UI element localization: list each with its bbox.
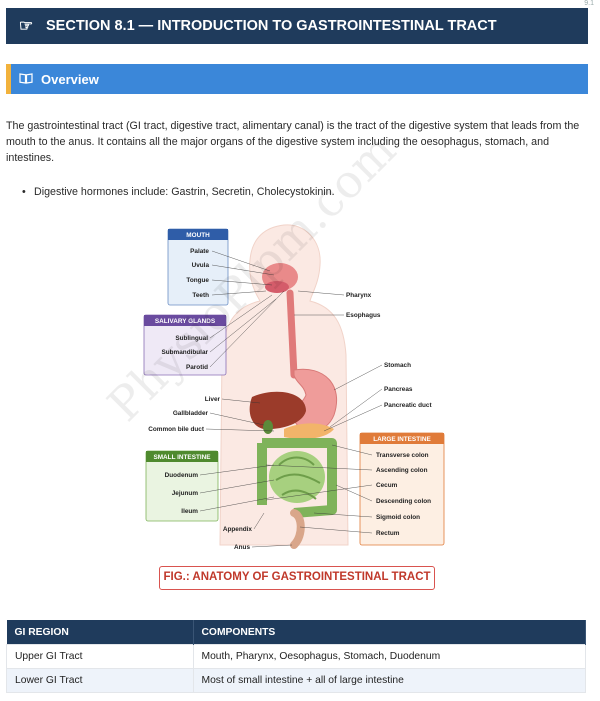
table-row: Lower GI Tract Most of small intestine +… [6,668,586,693]
label-teeth: Teeth [192,292,209,299]
mouth-header-bg [168,229,228,240]
label-common-bile-duct: Common bile duct [148,426,205,433]
bullet-item: • Digestive hormones include: Gastrin, Se… [22,186,335,198]
label-tongue: Tongue [186,277,209,284]
column-header-components: COMPONENTS [193,620,586,645]
rectum-shape [290,509,305,549]
bullet-text: Digestive hormones include: Gastrin, Sec… [34,186,335,198]
label-descending-colon: Descending colon [376,498,431,505]
label-ileum: Ileum [181,508,198,515]
mouth-header: MOUTH [186,232,210,239]
label-submandibular: Submandibular [161,349,208,356]
column-header-gi-region: GI REGION [6,620,194,645]
label-duodenum: Duodenum [165,472,199,479]
label-parotid: Parotid [186,364,208,371]
large-intestine-header: LARGE INTESTINE [373,436,431,443]
large-intestine-shape [262,438,337,518]
label-gallbladder: Gallbladder [173,410,209,417]
intro-paragraph: The gastrointestinal tract (GI tract, di… [6,120,580,164]
small-intestine-header: SMALL INTESTINE [153,454,211,461]
esophagus-shape [286,289,298,379]
pancreas-shape [284,423,334,439]
figure-caption: FIG.: ANATOMY OF GASTROINTESTINAL TRACT [159,566,435,590]
overview-title: Overview [41,71,99,87]
overview-header: Overview [6,64,588,94]
hand-pointing-icon: ☞ [18,18,34,35]
large-intestine-box [359,432,445,546]
table-row: Upper GI Tract Mouth, Pharynx, Oesophagu… [6,644,586,669]
gi-tract-figure: MOUTH Palate Uvula Tongue Teeth SALIVARY… [143,224,445,551]
small-intestine-shape [269,451,325,503]
label-cecum: Cecum [376,482,398,489]
table-cell-components: Most of small intestine + all of large i… [192,668,586,693]
small-intestine-header-bg [146,451,218,462]
label-uvula: Uvula [192,262,210,269]
label-pharynx: Pharynx [346,292,372,299]
label-jejunum: Jejunum [172,490,199,497]
book-icon [11,72,41,87]
label-palate: Palate [190,248,209,255]
label-sublingual: Sublingual [175,335,208,342]
overview-accent [6,64,11,94]
label-stomach: Stomach [384,362,411,369]
label-liver: Liver [205,396,221,403]
gallbladder-shape [263,420,273,434]
bullet-dot: • [22,186,26,198]
table-header-row: GI REGION COMPONENTS [6,620,586,645]
label-esophagus: Esophagus [346,312,381,319]
section-header: ☞ SECTION 8.1 — INTRODUCTION TO GASTROIN… [6,8,588,44]
liver-shape [249,391,306,430]
page-number: 9.1 [584,0,594,7]
label-rectum: Rectum [376,530,400,537]
tongue-shape [265,281,289,293]
label-pancreatic-duct: Pancreatic duct [384,402,432,409]
table-cell-region: Upper GI Tract [6,644,194,669]
table-cell-components: Mouth, Pharynx, Oesophagus, Stomach, Duo… [192,644,586,669]
salivary-header-bg [144,315,226,326]
label-appendix: Appendix [223,526,253,533]
label-sigmoid-colon: Sigmoid colon [376,514,420,521]
section-title: SECTION 8.1 — INTRODUCTION TO GASTROINTE… [46,18,497,34]
table-cell-region: Lower GI Tract [6,668,194,693]
label-pancreas: Pancreas [384,386,413,393]
label-ascending-colon: Ascending colon [376,467,428,474]
gi-region-table: GI REGION COMPONENTS Upper GI Tract Mout… [6,620,586,693]
label-transverse-colon: Transverse colon [376,452,429,459]
large-intestine-header-bg [360,433,444,444]
salivary-header: SALIVARY GLANDS [155,318,216,325]
label-anus: Anus [234,544,250,551]
